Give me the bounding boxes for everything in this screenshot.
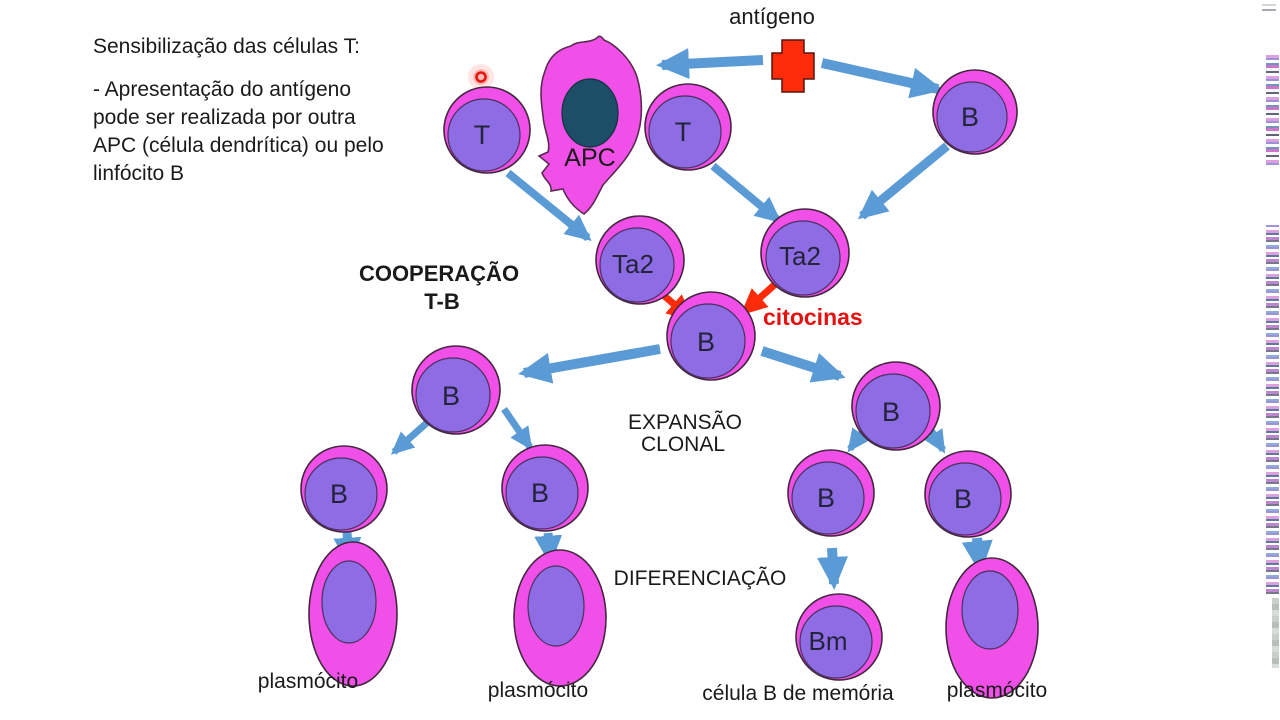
- plasmocyte-1-label: plasmócito: [258, 670, 358, 693]
- apc-nucleus: [561, 78, 619, 148]
- cell-nucleus: [527, 565, 585, 647]
- cell-nucleus: [505, 456, 579, 530]
- cell-t-right: T: [644, 83, 732, 171]
- cell-b-central: B: [666, 291, 756, 381]
- cell-nucleus: [321, 560, 377, 644]
- body-line-4: linfócito B: [93, 162, 184, 185]
- plasmocyte-2-label: plasmócito: [488, 679, 588, 702]
- cell-label: B: [442, 381, 460, 411]
- cell-t-left: T: [443, 86, 531, 174]
- cell-label: B: [954, 484, 972, 514]
- expansion-label-1: EXPANSÃO: [628, 410, 742, 434]
- arrow-antigen-to-apc: [656, 48, 764, 80]
- body-line-3: APC (célula dendrítica) ou pelo: [93, 134, 384, 157]
- laser-pointer-dot: [468, 64, 494, 90]
- antigen-label: antígeno: [729, 4, 815, 29]
- arrow-bmidleft-to-blr: [501, 407, 533, 451]
- plasmocyte-2: [513, 549, 607, 687]
- cell-b-mid-left: B: [411, 345, 501, 435]
- cell-nucleus: [855, 373, 931, 449]
- cell-nucleus: [599, 227, 675, 303]
- arrow-btopright-to-ta2right: [857, 142, 950, 220]
- cell-label: B: [697, 327, 715, 357]
- laser-glow-outer: [468, 64, 494, 90]
- edge-artifact-strip: [1266, 55, 1279, 165]
- cell-nucleus: [304, 457, 378, 531]
- cell-nucleus: [961, 570, 1019, 650]
- cell-b-child-rl: B: [787, 449, 875, 537]
- arrow-brl-to-bm: [817, 547, 848, 590]
- edge-artifact-strip: [1266, 225, 1279, 597]
- plasmocyte-3: [945, 557, 1039, 699]
- laser-ring: [475, 71, 487, 83]
- cooperation-label-1: COOPERAÇÃO: [359, 261, 519, 286]
- cell-nucleus: [928, 462, 1002, 536]
- cell-b-child-ll: B: [300, 445, 388, 533]
- cell-label: B: [817, 483, 835, 513]
- cell-label: T: [474, 120, 491, 150]
- edge-artifact-strip: [1272, 598, 1279, 668]
- cell-b-child-lr: B: [501, 444, 589, 532]
- arrow-tright-to-ta2right: [710, 162, 782, 224]
- cell-label: Ta2: [779, 241, 821, 271]
- cell-label: B: [330, 479, 348, 509]
- cooperation-label-2: T-B: [424, 289, 459, 314]
- cell-nucleus: [648, 95, 722, 169]
- plasmocyte-3-label: plasmócito: [947, 679, 1047, 702]
- differentiation-label: DIFERENCIAÇÃO: [614, 566, 787, 590]
- antigen-cross-shape: [771, 39, 815, 93]
- cell-label: T: [675, 117, 692, 147]
- cell-label: B: [882, 397, 900, 427]
- arrow-bmidleft-to-bll: [390, 417, 433, 455]
- cell-nucleus: [791, 461, 865, 535]
- cell-apc: APC: [537, 35, 643, 215]
- cell-nucleus: [936, 81, 1008, 153]
- apc-label: APC: [564, 144, 615, 172]
- cell-b-mid-right: B: [851, 361, 941, 451]
- cell-ta2-right: Ta2: [760, 208, 850, 298]
- arrow-tleft-to-ta2left: [505, 169, 592, 242]
- arrow-antigen-to-b: [820, 58, 944, 99]
- cell-nucleus: [670, 303, 746, 379]
- cell-nucleus: [415, 357, 491, 433]
- slide-title: Sensibilização das células T:: [93, 35, 360, 58]
- cell-label: Ta2: [612, 249, 654, 279]
- cytokines-label: citocinas: [763, 304, 863, 330]
- edge-artifact-strip: [1262, 4, 1276, 14]
- cell-b-child-rr: B: [924, 450, 1012, 538]
- arrow-bcentral-to-bmidleft: [518, 344, 661, 384]
- cell-label: B: [961, 102, 979, 132]
- memory-b-label: célula B de memória: [702, 682, 894, 705]
- cell-b-top-right: B: [932, 69, 1018, 155]
- cell-nucleus: [799, 605, 873, 679]
- body-line-1: - Apresentação do antígeno: [93, 78, 351, 101]
- cell-nucleus: [765, 220, 841, 296]
- cell-label: Bm: [809, 626, 848, 656]
- cell-nucleus: [447, 98, 521, 172]
- cell-bm: Bm: [795, 593, 883, 681]
- cell-label: B: [531, 478, 549, 508]
- body-line-2: pode ser realizada por outra: [93, 106, 356, 129]
- arrow-bcentral-to-bmidright: [760, 346, 846, 383]
- expansion-label-2: CLONAL: [641, 433, 725, 456]
- plasmocyte-1: [308, 541, 398, 687]
- cell-ta2-left: Ta2: [595, 215, 685, 305]
